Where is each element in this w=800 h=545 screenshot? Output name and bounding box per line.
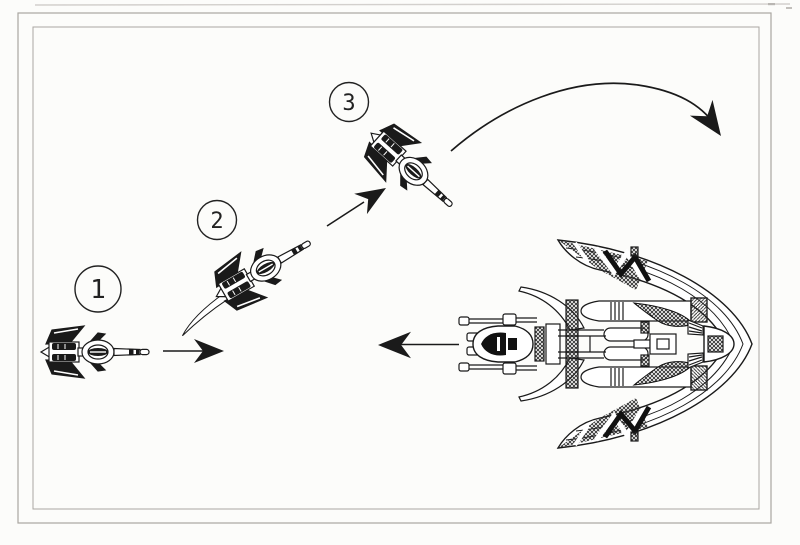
central-fuselage	[472, 299, 735, 389]
step-number-1: 1	[90, 275, 106, 305]
step-marker-3: 3	[328, 81, 370, 123]
climb-motion-arrow	[326, 177, 393, 227]
enemy-approach-arrow	[378, 331, 459, 359]
exhaust-flame	[181, 292, 229, 337]
enemy-capital-ship	[459, 240, 753, 448]
step-number-2: 2	[210, 209, 223, 234]
outer-frame	[17, 12, 772, 524]
step-marker-1: 1	[74, 265, 122, 313]
loop-over-path-arrow	[450, 82, 733, 152]
inner-frame	[32, 26, 760, 510]
step-circle-1	[74, 265, 122, 313]
step-circle-3	[328, 81, 370, 123]
fighter-ship-position-2	[181, 219, 324, 337]
step-circle-2	[196, 199, 238, 241]
step-number-3: 3	[342, 91, 355, 116]
scan-artifact-top-edge	[34, 3, 792, 9]
step-marker-2: 2	[196, 199, 238, 241]
forward-motion-arrow	[163, 339, 224, 363]
